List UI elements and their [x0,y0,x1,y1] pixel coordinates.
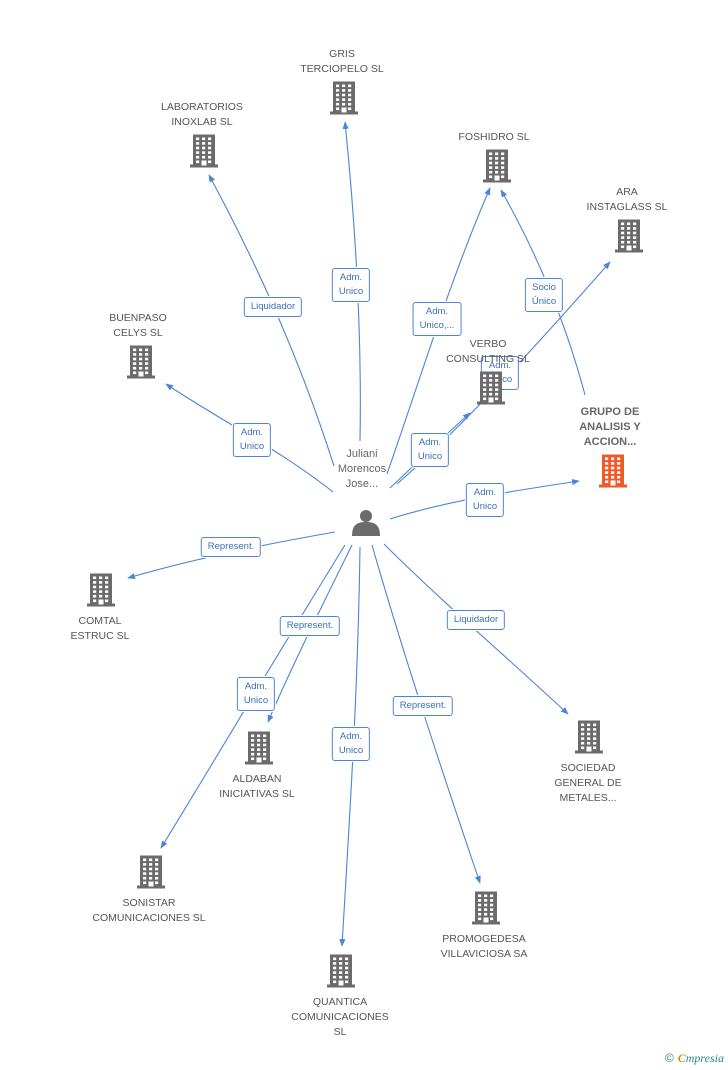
building-icon-quantica[interactable] [325,954,357,993]
building-icon [330,81,358,115]
building-icon-aldaban[interactable] [243,731,275,770]
building-icon-ara[interactable] [613,219,645,258]
building-icon-foshidro[interactable] [481,149,513,188]
edge-aldaban [267,544,353,723]
brand-initial: C [677,1051,686,1065]
building-icon [87,573,115,607]
building-icon [137,855,165,889]
building-icon-sonistar[interactable] [135,855,167,894]
building-icon-sociedad[interactable] [573,720,605,759]
building-icon [575,720,603,754]
node-label-comtal[interactable]: COMTAL ESTRUC SL [70,615,130,642]
edge-label-gris[interactable]: Adm. Unico [331,268,371,302]
node-label-verbo[interactable]: VERBO CONSULTING SL [446,338,530,365]
person-icon [352,510,380,536]
node-label-sociedad[interactable]: SOCIEDAD GENERAL DE METALES... [554,762,622,804]
node-label-buenpaso[interactable]: BUENPASO CELYS SL [109,312,167,339]
building-icon [245,731,273,765]
building-icon-promogedesa[interactable] [470,891,502,930]
edge-label-sonistar[interactable]: Adm. Unico [236,677,276,711]
building-icon-gris[interactable] [328,81,360,120]
center-person-label[interactable]: Juliani Morencos Jose... [337,448,387,490]
node-label-gris[interactable]: GRIS TERCIOPELO SL [300,48,384,75]
footer-brand: ©Cmpresia [665,1051,724,1066]
building-icon [472,891,500,925]
edge-label-aldaban[interactable]: Represent. [279,616,341,636]
building-icon [190,134,218,168]
edge-label-promogedesa[interactable]: Represent. [392,696,454,716]
building-icon [483,149,511,183]
node-label-lab[interactable]: LABORATORIOS INOXLAB SL [161,101,243,128]
node-label-foshidro[interactable]: FOSHIDRO SL [458,131,530,143]
copyright-symbol: © [664,1051,674,1065]
building-icon [615,219,643,253]
building-icon [599,454,627,488]
edge-label-foshidro[interactable]: Adm. Unico,... [412,302,462,336]
building-icon-lab[interactable] [188,134,220,173]
node-label-aldaban[interactable]: ALDABAN INICIATIVAS SL [219,773,295,800]
edge-promogedesa [371,544,481,884]
building-icon [477,371,505,405]
edge-label-verbo[interactable]: Adm. Unico [410,433,450,467]
building-icon-buenpaso[interactable] [125,345,157,384]
node-label-grupo[interactable]: GRUPO DE ANALISIS Y ACCION... [579,406,641,448]
node-label-promogedesa[interactable]: PROMOGEDESA VILLAVICIOSA SA [440,933,528,960]
edge-label-sociedad[interactable]: Liquidador [446,610,506,630]
brand-name: mpresia [685,1051,724,1065]
edge-label-buenpaso[interactable]: Adm. Unico [232,423,272,457]
edge-label-comtal[interactable]: Represent. [200,537,262,557]
building-icon [127,345,155,379]
building-icon-verbo[interactable] [475,371,507,410]
node-label-ara[interactable]: ARA INSTAGLASS SL [586,186,668,213]
edge-label-grupo_foshidro[interactable]: Socio Único [524,278,564,312]
node-label-sonistar[interactable]: SONISTAR COMUNICACIONES SL [92,897,206,924]
node-label-quantica[interactable]: QUANTICA COMUNICACIONES SL [291,996,389,1038]
edge-label-grupo[interactable]: Adm. Unico [465,483,505,517]
edge-label-quantica[interactable]: Adm. Unico [331,727,371,761]
edge-label-lab[interactable]: Liquidador [243,297,303,317]
building-icon-comtal[interactable] [85,573,117,612]
building-icon-grupo[interactable] [597,454,629,493]
building-icon [327,954,355,988]
